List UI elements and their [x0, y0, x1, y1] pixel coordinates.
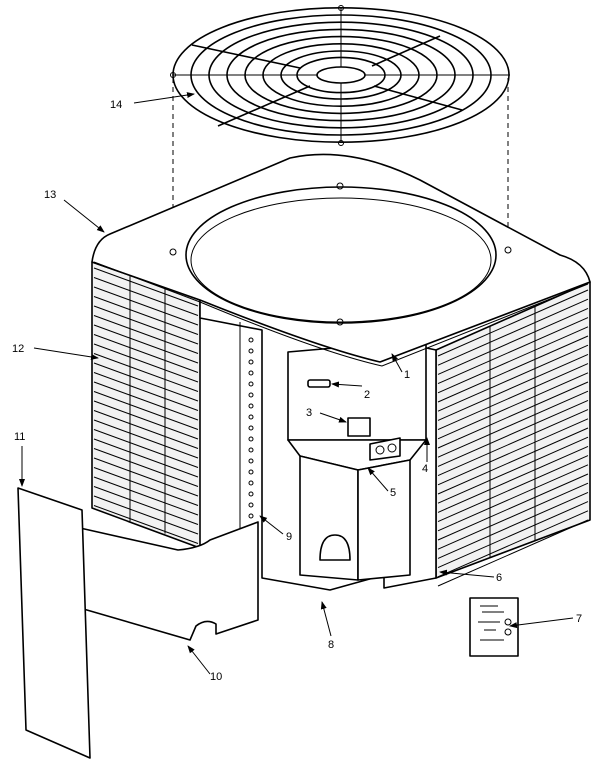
- mounting-hole: [248, 480, 254, 486]
- coil-fin: [437, 464, 589, 532]
- coil-fin: [93, 353, 199, 392]
- callout-9: 9: [286, 531, 292, 543]
- callout-12: 12: [12, 343, 24, 355]
- coil-fin: [437, 298, 589, 366]
- coil-fin: [93, 448, 199, 487]
- coil-fin: [437, 482, 589, 550]
- wiring-diagram-label: [469, 597, 519, 657]
- callout-14: 14: [110, 99, 122, 111]
- coil-fin: [93, 315, 199, 354]
- coil-fin: [93, 419, 199, 459]
- coil-fin: [93, 476, 199, 516]
- coil-fin: [437, 372, 589, 440]
- mounting-hole: [248, 469, 254, 475]
- fan-opening: [185, 186, 497, 324]
- coil-fin: [93, 372, 199, 411]
- coil-fin: [93, 277, 199, 316]
- callout-4: 4: [422, 463, 428, 475]
- coil-fin: [437, 418, 589, 486]
- callout-7: 7: [576, 613, 582, 625]
- capacitor-part: [347, 417, 371, 437]
- fan-guard-grille: [170, 5, 510, 146]
- mounting-hole: [248, 491, 254, 497]
- coil-fin: [437, 353, 589, 421]
- coil-fin: [437, 335, 589, 403]
- mounting-hole: [248, 370, 254, 376]
- coil-fin: [437, 510, 589, 578]
- coil-fin: [437, 289, 589, 357]
- coil-fin: [437, 399, 589, 467]
- coil-fin: [437, 344, 589, 412]
- callout-10: 10: [210, 671, 222, 683]
- coil-fin: [437, 409, 589, 477]
- mounting-hole: [248, 414, 254, 420]
- coil-fin: [93, 505, 199, 544]
- coil-fin: [437, 436, 589, 504]
- mounting-hole: [248, 447, 254, 453]
- mounting-hole: [248, 425, 254, 431]
- mounting-hole: [248, 359, 254, 365]
- service-valve-part: [369, 437, 401, 461]
- coil-fin: [93, 362, 199, 402]
- coil-fin: [93, 486, 199, 525]
- coil-fin: [93, 410, 199, 449]
- callout-6: 6: [496, 572, 502, 584]
- coil-fin: [437, 501, 589, 569]
- coil-fin: [93, 296, 199, 335]
- coil-fin: [93, 286, 199, 326]
- callout-3: 3: [306, 407, 312, 419]
- coil-fin: [93, 305, 199, 345]
- coil-fin: [93, 267, 199, 307]
- coil-fin: [437, 473, 589, 541]
- coil-fin: [437, 363, 589, 431]
- coil-fin: [93, 438, 199, 478]
- coil-fin: [437, 519, 589, 587]
- coil-fin: [93, 495, 199, 535]
- mounting-hole: [248, 348, 254, 354]
- mounting-hole: [248, 513, 254, 519]
- coil-fin: [93, 391, 199, 430]
- coil-fin: [93, 467, 199, 506]
- coil-fin: [437, 326, 589, 394]
- mounting-hole: [248, 403, 254, 409]
- fitting-part: [307, 379, 331, 388]
- coil-fin: [437, 307, 589, 375]
- callout-11: 11: [14, 431, 25, 443]
- condenser-unit-body: [91, 153, 591, 591]
- mounting-hole: [248, 337, 254, 343]
- callout-labels: 1 2 3 4 5 6 7 8 9 10 11 12 13 14: [12, 99, 582, 683]
- callout-leaders: [19, 92, 574, 675]
- callout-2: 2: [364, 389, 370, 401]
- mounting-hole: [248, 436, 254, 442]
- mounting-hole: [248, 502, 254, 508]
- coil-fin: [93, 324, 199, 364]
- coil-fin: [93, 334, 199, 373]
- callout-8: 8: [328, 639, 334, 651]
- mounting-hole: [248, 392, 254, 398]
- coil-fin: [437, 491, 589, 559]
- coil-fin: [437, 317, 589, 385]
- coil-fin: [437, 390, 589, 458]
- coil-fin: [437, 381, 589, 449]
- callout-5: 5: [390, 487, 396, 499]
- mounting-hole: [248, 458, 254, 464]
- coil-fin: [437, 427, 589, 495]
- coil-fin: [93, 381, 199, 421]
- corner-access-panel: [79, 521, 259, 641]
- callout-1: 1: [404, 369, 410, 381]
- callout-13: 13: [44, 189, 56, 201]
- coil-fin: [93, 343, 199, 383]
- coil-fin: [93, 457, 199, 497]
- small-parts: [307, 379, 401, 461]
- coil-fin: [437, 445, 589, 513]
- mounting-hole: [248, 381, 254, 387]
- coil-fin: [93, 429, 199, 468]
- coil-fin: [93, 400, 199, 440]
- side-panel: [17, 487, 91, 759]
- coil-fin: [437, 455, 589, 523]
